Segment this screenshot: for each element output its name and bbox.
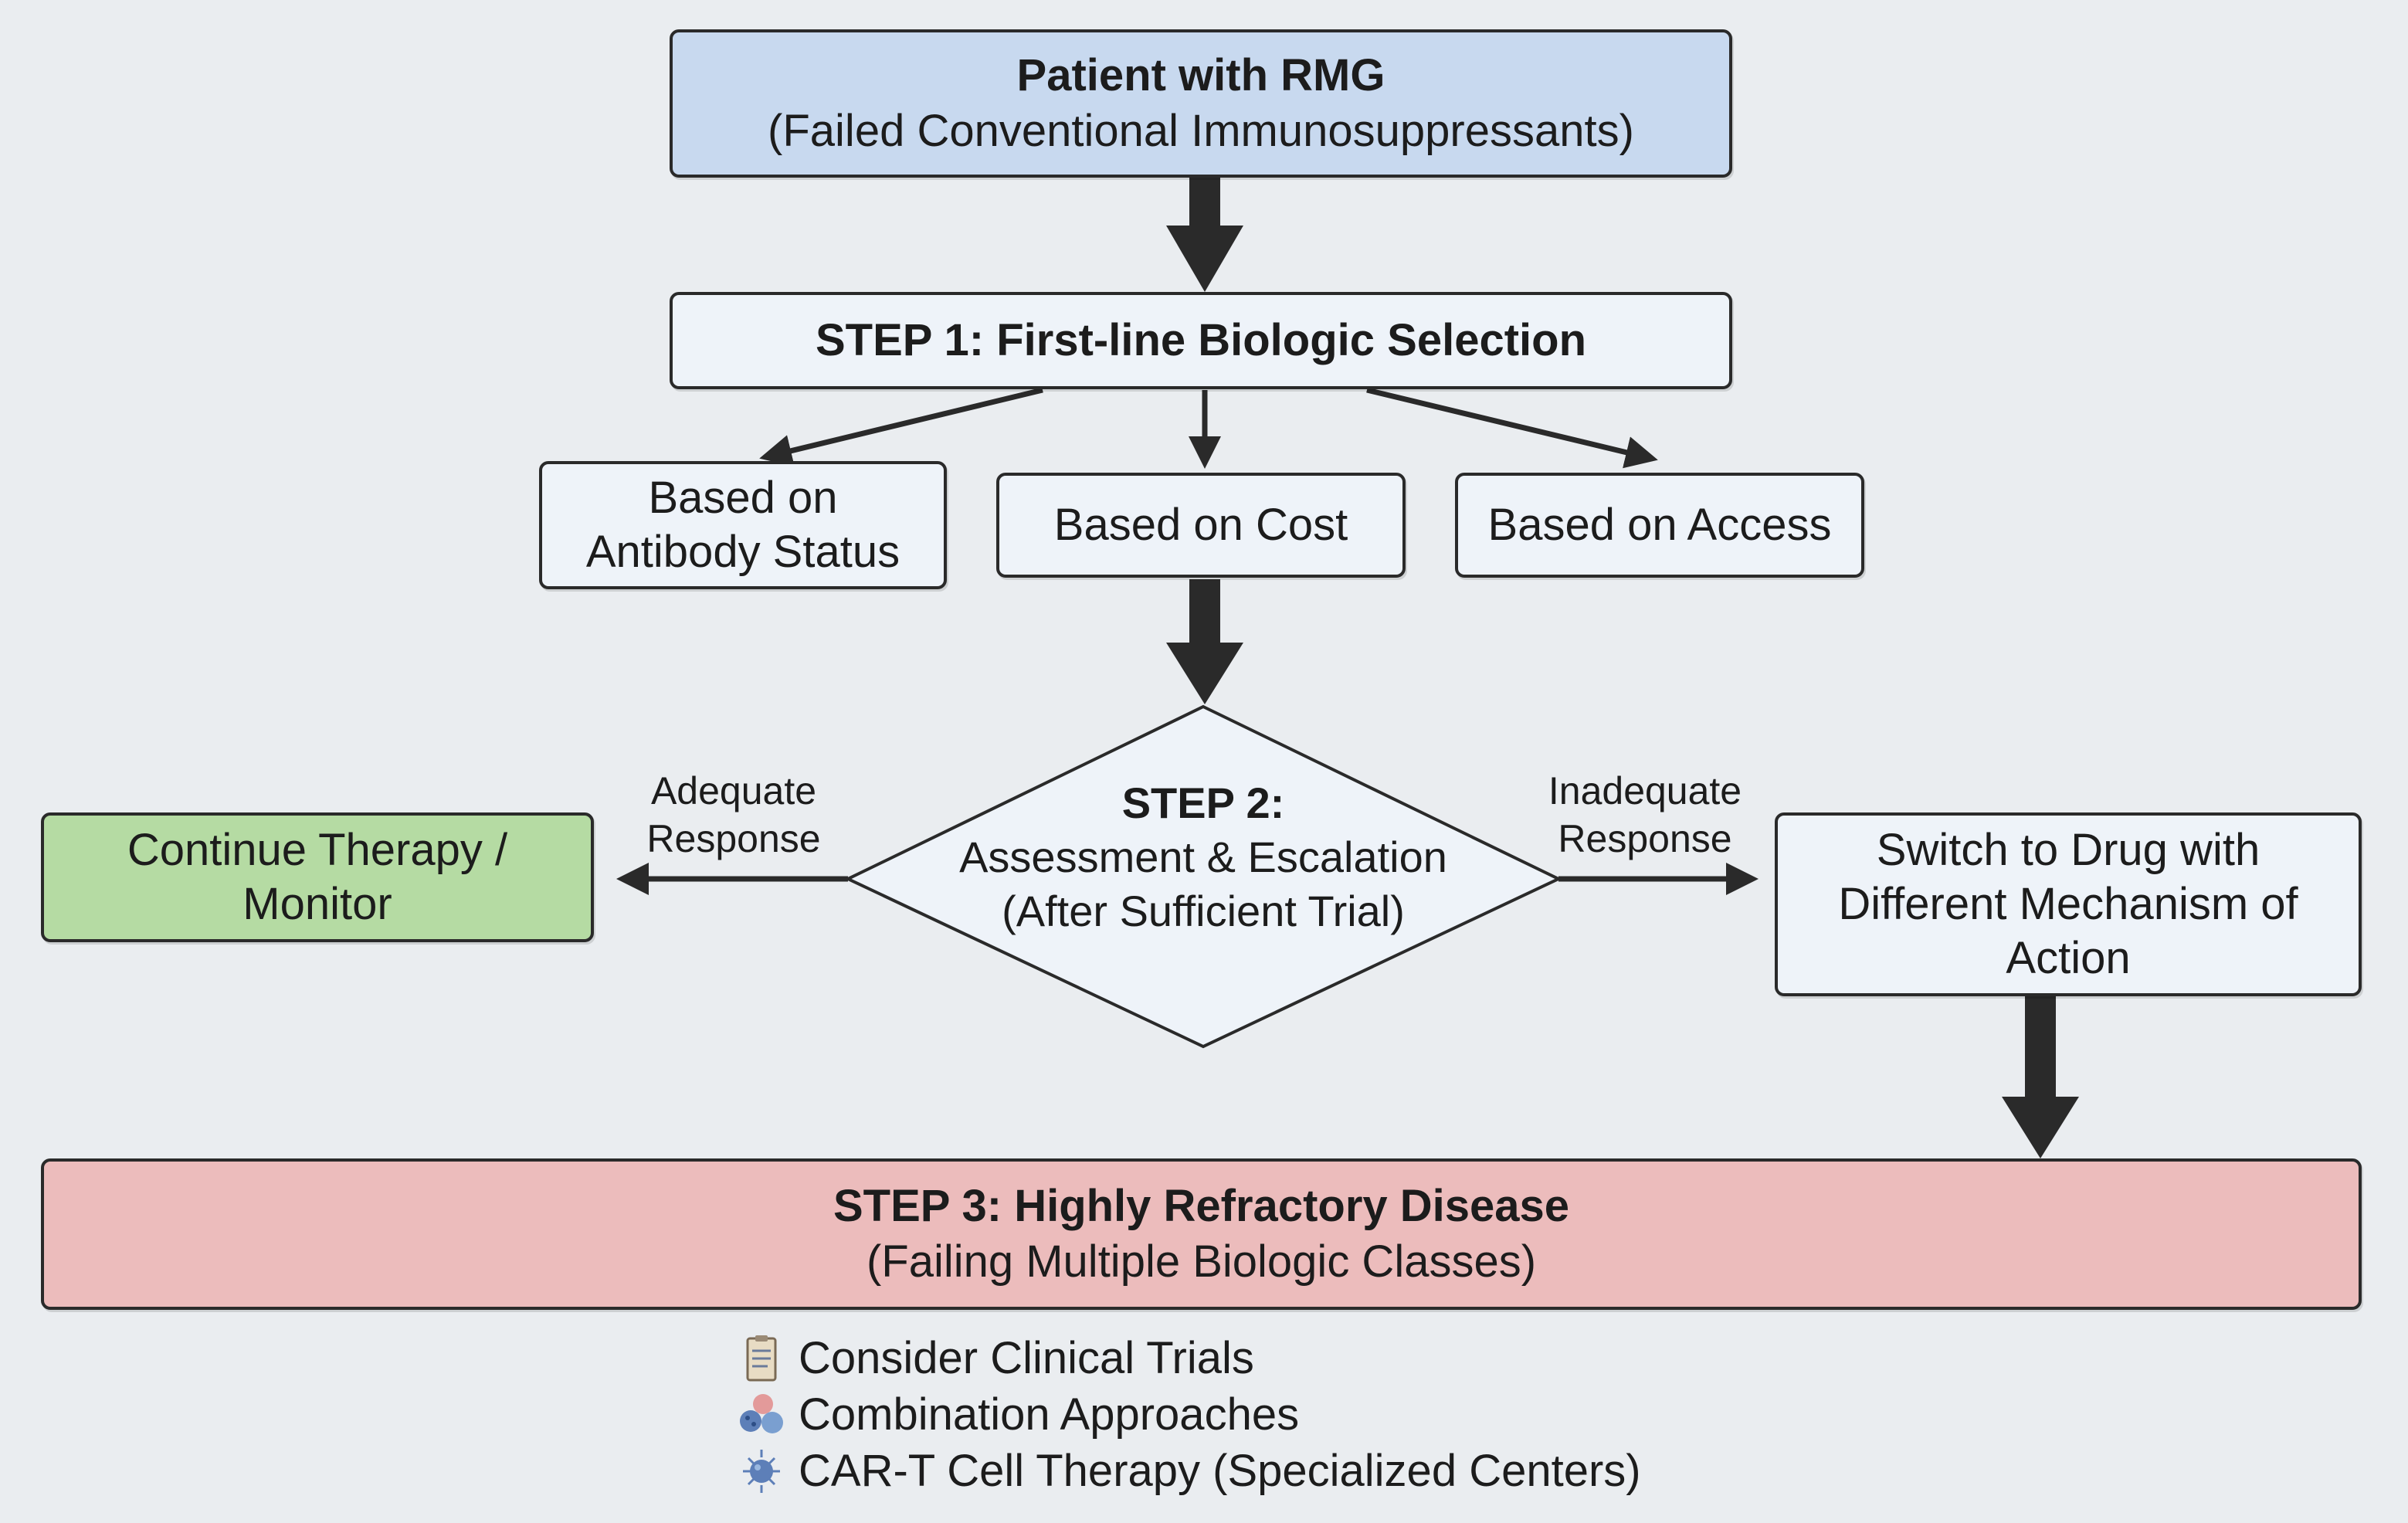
continue-line2: Monitor	[242, 879, 392, 929]
arrow-step1-to-access	[1366, 387, 1658, 469]
list-item: CAR-T Cell Therapy (Specialized Centers)	[734, 1443, 1641, 1499]
antibody-line1: Based on	[648, 473, 838, 523]
antibody-status-box: Based on Antibody Status	[539, 461, 947, 589]
clipboard-icon	[746, 1335, 777, 1381]
arrow-switch-to-step3	[2002, 996, 2079, 1158]
adequate-response-label: Adequate Response	[618, 767, 850, 863]
patient-box: Patient with RMG (Failed Conventional Im…	[670, 29, 1732, 178]
cost-box: Based on Cost	[996, 473, 1406, 578]
cells-cluster-icon	[740, 1393, 783, 1433]
step3-title: STEP 3: Highly Refractory Disease	[833, 1181, 1570, 1231]
inadequate-response-label: Inadequate Response	[1529, 767, 1761, 863]
step2-line2: (After Sufficient Trial)	[1002, 887, 1405, 935]
access-box: Based on Access	[1455, 473, 1864, 578]
refractory-options-list: Consider Clinical Trials Combination App…	[734, 1330, 1641, 1499]
adequate-line2: Response	[646, 817, 821, 860]
option-text: CAR-T Cell Therapy (Specialized Centers)	[799, 1446, 1641, 1496]
continue-therapy-box: Continue Therapy / Monitor	[41, 812, 594, 942]
list-item: Consider Clinical Trials	[734, 1330, 1641, 1386]
step2-decision-diamond	[844, 704, 1562, 1049]
option-text: Consider Clinical Trials	[799, 1333, 1254, 1383]
step2-text: STEP 2: Assessment & Escalation (After S…	[896, 776, 1511, 938]
option-text: Combination Approaches	[799, 1389, 1300, 1440]
inadequate-line2: Response	[1558, 817, 1732, 860]
access-label: Based on Access	[1487, 500, 1832, 550]
step3-box: STEP 3: Highly Refractory Disease (Faili…	[41, 1158, 2362, 1310]
patient-title: Patient with RMG	[1016, 50, 1385, 100]
arrow-cost-to-step2	[1166, 579, 1243, 704]
step2-line1: Assessment & Escalation	[959, 833, 1447, 881]
continue-line1: Continue Therapy /	[127, 825, 508, 875]
step1-box: STEP 1: First-line Biologic Selection	[670, 292, 1732, 389]
arrow-step1-to-antibody	[759, 387, 1043, 467]
step3-subtitle: (Failing Multiple Biologic Classes)	[866, 1236, 1537, 1287]
switch-line2: Different Mechanism of	[1838, 879, 2298, 929]
adequate-line1: Adequate	[650, 769, 817, 812]
arrow-patient-to-step1	[1166, 178, 1243, 292]
switch-line1: Switch to Drug with	[1876, 825, 2260, 875]
patient-subtitle: (Failed Conventional Immunosuppressants)	[768, 106, 1634, 156]
step1-title: STEP 1: First-line Biologic Selection	[815, 315, 1586, 365]
switch-drug-box: Switch to Drug with Different Mechanism …	[1775, 812, 2362, 996]
car-t-cell-icon	[743, 1449, 780, 1493]
inadequate-line1: Inadequate	[1548, 769, 1742, 812]
list-item: Combination Approaches	[734, 1386, 1641, 1443]
cost-label: Based on Cost	[1053, 500, 1348, 550]
switch-line3: Action	[2006, 933, 2131, 983]
antibody-line2: Antibody Status	[585, 527, 900, 577]
step2-title: STEP 2:	[1121, 778, 1285, 827]
